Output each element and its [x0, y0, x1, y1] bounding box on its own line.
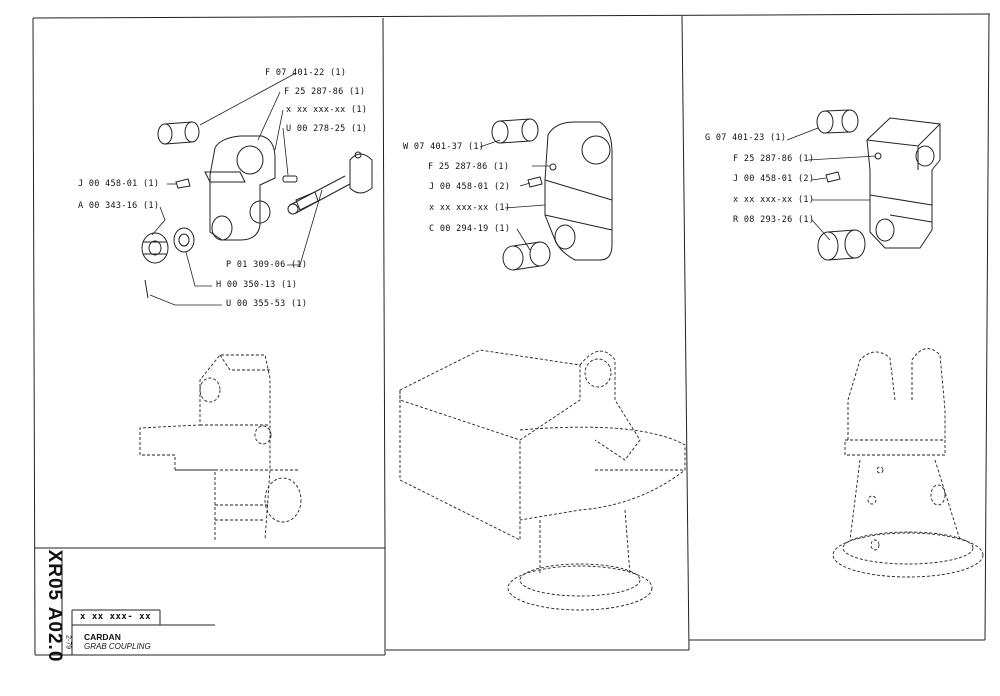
callout-left-8: H 00 350-13 (1): [216, 280, 298, 290]
callout-right-5: R 08 293-26 (1): [733, 215, 815, 225]
sheet-date: 2-79: [64, 634, 72, 650]
right-block: [866, 117, 941, 249]
callout-right-4: x xx xxx-xx (1): [733, 195, 815, 205]
middle-bushing-bottom: [502, 241, 551, 271]
left-lever-arm: [204, 135, 276, 241]
left-split-pin: [144, 279, 149, 299]
title-block-lines: [61, 553, 215, 655]
right-leaders: [786, 127, 877, 241]
callout-left-9: U 00 355-53 (1): [226, 299, 308, 309]
left-washer: [173, 227, 195, 253]
callout-left-4: U 00 278-25 (1): [286, 124, 368, 134]
left-pin: [287, 151, 373, 215]
middle-lever: [544, 121, 613, 261]
callout-left-7: P 01 309-06 (1): [226, 260, 308, 270]
callout-middle-2: F 25 287-86 (1): [428, 162, 510, 172]
callout-left-2: F 25 287-86 (1): [284, 87, 366, 97]
middle-bushing-top: [491, 118, 539, 144]
left-assembly-phantom: [139, 354, 302, 541]
frame-lines: [32, 13, 991, 656]
callout-middle-4: x xx xxx-xx (1): [429, 203, 511, 213]
callout-middle-5: C 00 294-19 (1): [429, 224, 511, 234]
callout-left-1: F 07 401-22 (1): [265, 68, 347, 78]
right-bushing-top: [816, 109, 859, 134]
middle-grease-nipple: [527, 176, 543, 188]
right-assembly-phantom: [832, 348, 984, 578]
callout-right-2: F 25 287-86 (1): [733, 154, 815, 164]
callout-left-3: x xx xxx-xx (1): [286, 105, 368, 115]
middle-leaders: [479, 139, 550, 251]
right-bushing-bottom: [817, 229, 866, 261]
callout-middle-1: W 07 401-37 (1): [403, 142, 485, 152]
left-castle-nut: [141, 232, 169, 264]
right-grease-nipple: [825, 171, 841, 183]
left-grease-nipple: [175, 178, 191, 189]
callout-left-5: J 00 458-01 (1): [78, 179, 160, 189]
callout-left-6: A 00 343-16 (1): [78, 201, 160, 211]
callout-right-1: G 07 401-23 (1): [705, 133, 787, 143]
left-leaders: [149, 72, 323, 306]
callout-middle-3: J 00 458-01 (2): [429, 182, 511, 192]
part-number: x xx xxx- xx: [80, 612, 152, 622]
sheet-code: XR05 A02.0: [44, 549, 65, 662]
middle-assembly-phantom: [399, 349, 686, 611]
left-bushing: [157, 121, 200, 145]
sheet-subtitle: GRAB COUPLING: [84, 642, 151, 651]
callout-right-3: J 00 458-01 (2): [733, 174, 815, 184]
left-small-pin: [282, 175, 298, 183]
sheet-title: CARDAN: [84, 632, 121, 642]
